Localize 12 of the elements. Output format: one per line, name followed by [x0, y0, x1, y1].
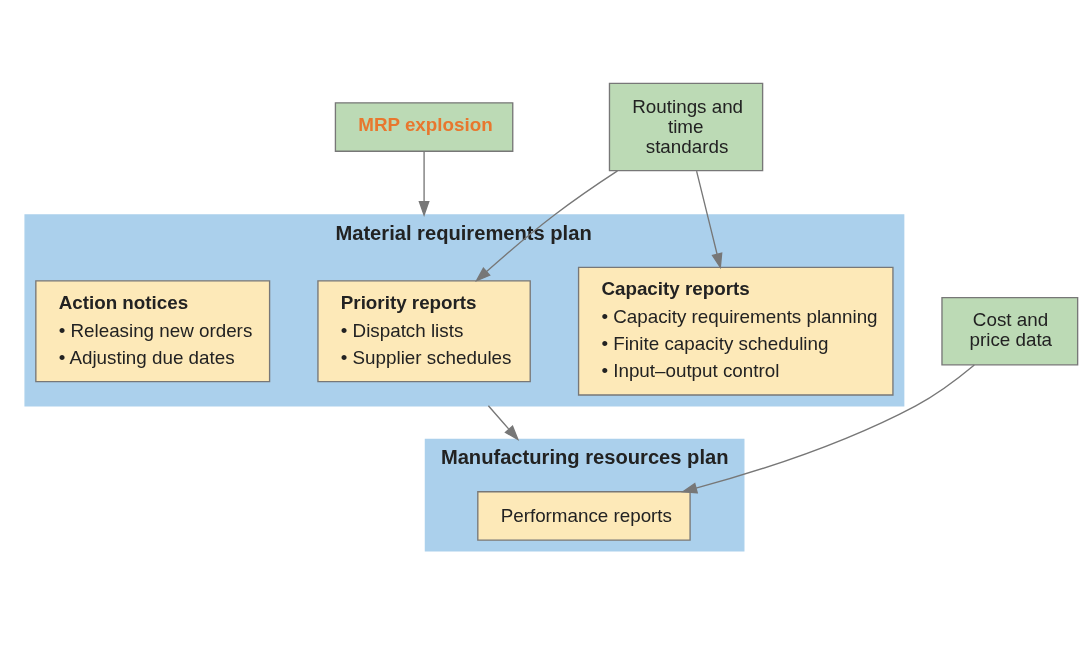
arrow [681, 364, 975, 494]
node-box: MRP explosion [334, 102, 514, 152]
arrow [418, 150, 430, 218]
node-box: Cost and price data [941, 296, 1079, 366]
node-box: Performance reports [477, 491, 691, 541]
node-box: Action notices • Releasing new orders • Adjusting due dates [35, 280, 271, 383]
arrow [487, 405, 520, 441]
arrow [695, 170, 723, 270]
node-box: Capacity reports • Capacity requirements planning • Finite capacity scheduling • Input–output control [577, 266, 894, 396]
arrow [475, 170, 619, 282]
node-box: Priority reports • Dispatch lists • Supplier schedules [317, 280, 531, 383]
node-box: Routings and time standards [608, 82, 764, 172]
